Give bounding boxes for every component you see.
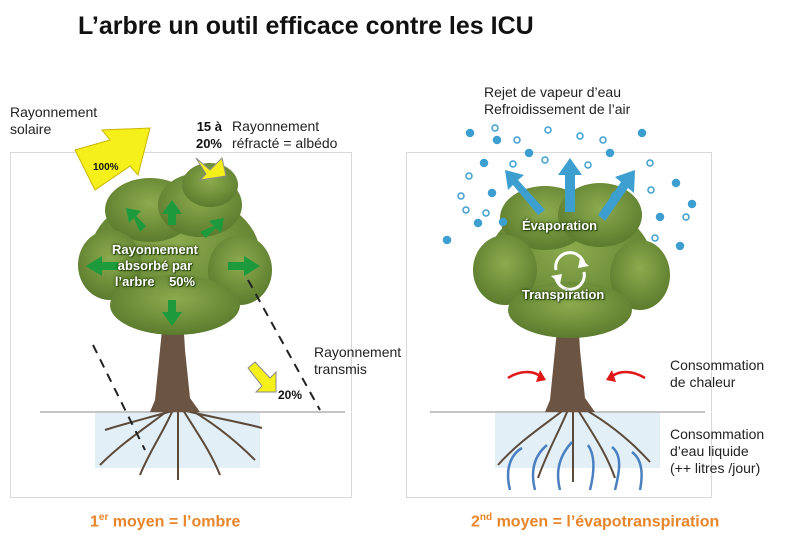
heat-consumption-line1: Consommation <box>670 357 765 373</box>
solar-label: Rayonnement solaire <box>10 104 97 138</box>
reflected-arrow <box>195 157 227 181</box>
solar-label-line1: Rayonnement <box>10 104 98 120</box>
solar-percentage: 100% <box>93 162 119 173</box>
absorbed-label-line2: absorbé par <box>117 258 193 273</box>
absorbed-label: Rayonnement absorbé par l’arbre 50% <box>112 242 198 290</box>
evaporation-label: Évaporation <box>522 218 598 233</box>
vapor-label-line1: Rejet de vapeur d’eau <box>484 84 621 100</box>
absorption-arrows <box>86 200 260 326</box>
reflected-label: Rayonnement réfracté = albédo <box>232 118 337 152</box>
vapor-label-line2: Refroidissement de l’air <box>484 101 631 117</box>
left-caption-suffix: er <box>98 512 109 523</box>
right-caption-text: moyen = l’évapotranspiration <box>492 513 720 531</box>
right-caption-suffix: nd <box>479 512 493 523</box>
left-caption-text: moyen = l’ombre <box>108 513 241 531</box>
transmitted-label-line1: Rayonnement <box>314 344 402 360</box>
water-consumption-line2: d’eau liquide <box>670 443 749 459</box>
transmitted-label: Rayonnement transmis <box>314 344 401 378</box>
heat-consumption-label: Consommation de chaleur <box>670 357 764 391</box>
solar-label-line2: solaire <box>10 121 52 137</box>
reflected-percentage-line1: 15 à <box>196 119 222 134</box>
water-consumption-label: Consommation d’eau liquide (++ litres /j… <box>670 426 764 477</box>
reflected-percentage: 15 à 20% <box>194 118 222 152</box>
root-water-arrows <box>506 441 643 491</box>
water-consumption-line3: (++ litres /jour) <box>670 460 761 476</box>
reflected-percentage-line2: 20% <box>195 136 222 151</box>
vapor-droplets <box>442 128 697 251</box>
absorbed-label-line3: l’arbre <box>114 274 155 289</box>
transpiration-label: Transpiration <box>522 287 605 302</box>
left-caption-number: 1 <box>90 513 99 531</box>
reflected-label-line1: Rayonnement <box>232 118 320 134</box>
water-consumption-line1: Consommation <box>670 426 765 442</box>
vapor-droplets-hollow <box>457 124 690 242</box>
solar-incoming-arrow <box>74 127 151 191</box>
reflected-label-line2: réfracté = albédo <box>232 135 338 151</box>
absorbed-label-line1: Rayonnement <box>112 242 198 257</box>
heat-consumption-line2: de chaleur <box>670 374 736 390</box>
left-caption: 1er moyen = l’ombre <box>90 512 240 531</box>
transmitted-percentage: 20% <box>278 388 303 402</box>
right-caption-number: 2 <box>471 513 480 531</box>
transmitted-label-line2: transmis <box>314 361 367 377</box>
vapor-label: Rejet de vapeur d’eau Refroidissement de… <box>484 84 630 118</box>
page-title: L’arbre un outil efficace contre les ICU <box>78 12 534 40</box>
absorbed-percentage: 50% <box>169 274 196 289</box>
right-tree-illustration <box>430 183 705 482</box>
right-caption: 2nd moyen = l’évapotranspiration <box>471 512 719 531</box>
left-tree-illustration <box>40 163 345 480</box>
transmitted-arrow <box>247 361 277 393</box>
